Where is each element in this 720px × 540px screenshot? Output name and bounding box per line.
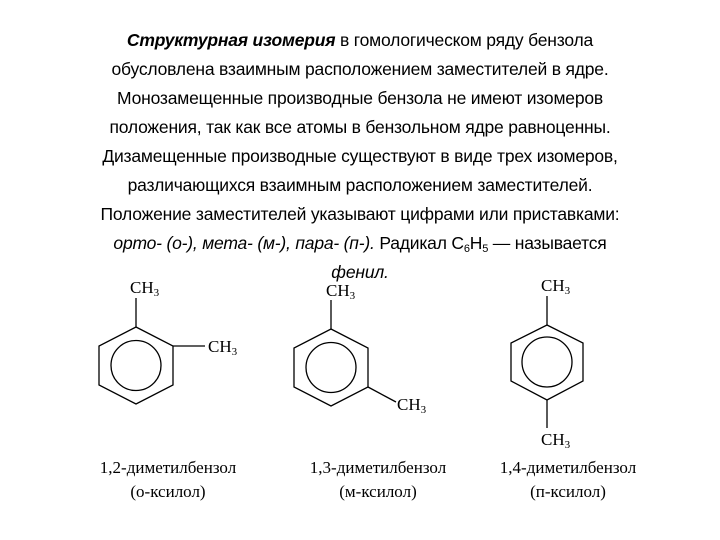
o-xylene-ch3-side: CH3	[208, 337, 238, 358]
term-structural-isomerism: Структурная изомерия	[126, 30, 336, 50]
p-xylene-common-name: (п-ксилол)	[530, 482, 606, 501]
o-xylene-common-name: (о-ксилол)	[130, 482, 206, 501]
m-xylene-benzene-ring	[293, 300, 397, 407]
text-line-7: Положение заместителей указывают цифрами…	[100, 204, 620, 224]
o-xylene-ch3-top: CH3	[130, 278, 160, 299]
p-xylene-ch3-top: CH3	[541, 276, 571, 297]
m-xylene-ch3-top: CH3	[326, 281, 356, 302]
o-xylene-benzene-ring	[98, 298, 205, 405]
description-paragraph: Структурная изомерия в гомологическом ря…	[40, 26, 680, 287]
p-xylene-caption: 1,4-диметилбензол (п-ксилол)	[468, 456, 668, 504]
term-phenyl: фенил.	[331, 262, 389, 282]
text-line-2: обусловлена взаимным расположением замес…	[111, 59, 609, 79]
prefixes-italic: орто- (о-), мета- (м-), пара- (п-).	[113, 233, 375, 253]
m-xylene-systematic-name: 1,3-диметилбензол	[309, 458, 447, 477]
text-line-1: Структурная изомерия в гомологическом ря…	[126, 30, 594, 50]
o-xylene-systematic-name: 1,2-диметилбензол	[99, 458, 237, 477]
m-xylene-caption: 1,3-диметилбензол (м-ксилол)	[278, 456, 478, 504]
text-line-9: фенил.	[40, 258, 680, 287]
p-xylene-benzene-ring	[510, 296, 584, 428]
p-xylene-systematic-name: 1,4-диметилбензол	[499, 458, 637, 477]
text-line-3: Монозамещенные производные бензола не им…	[117, 88, 603, 108]
m-xylene-ch3-side: CH3	[397, 395, 427, 416]
text-line-5: Дизамещенные производные существуют в ви…	[102, 146, 618, 166]
p-xylene-ch3-bottom: CH3	[541, 430, 571, 451]
text-line-4: положения, так как все атомы в бензольно…	[109, 117, 611, 137]
text-line-8: орто- (о-), мета- (м-), пара- (п-). Ради…	[113, 233, 607, 255]
m-xylene-common-name: (м-ксилол)	[339, 482, 417, 501]
text-line-6: различающихся взаимным расположением зам…	[127, 175, 593, 195]
o-xylene-caption: 1,2-диметилбензол (о-ксилол)	[68, 456, 268, 504]
